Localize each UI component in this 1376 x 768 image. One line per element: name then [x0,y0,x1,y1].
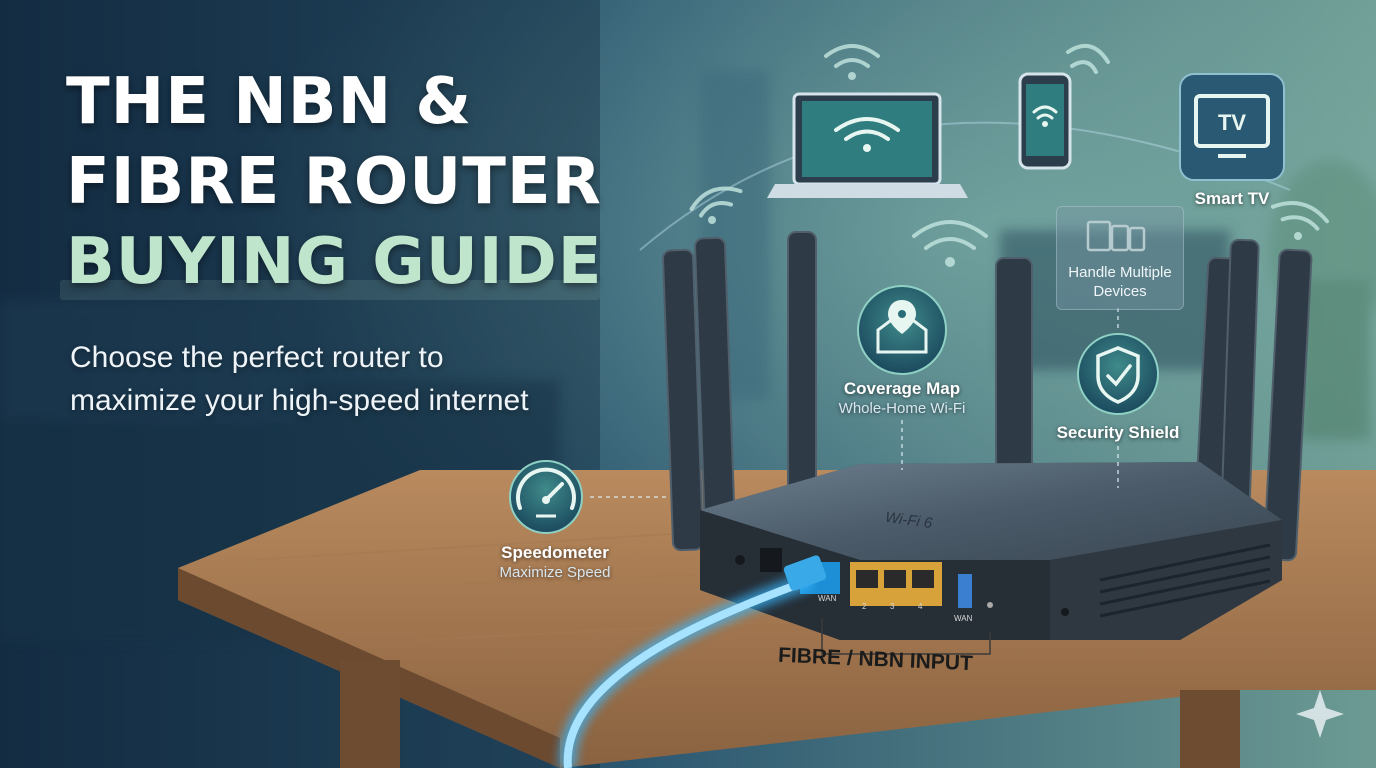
svg-text:TV: TV [1218,110,1246,135]
devices-icon [1086,220,1146,252]
speedometer-label: Speedometer Maximize Speed [490,542,620,582]
map-pin-icon [857,285,947,375]
port-label-4: 4 [918,602,923,611]
router [700,462,1282,640]
wifi-icon [689,43,1330,250]
tv-icon: TV [1179,73,1285,181]
coverage-title: Coverage Map [843,379,961,398]
subtitle: Choose the perfect router to maximize yo… [70,341,529,417]
smart-tv-label: Smart TV [1184,188,1280,209]
title-line-3: BUYING GUIDE [66,225,603,299]
port-label-3: 3 [890,602,895,611]
smart-tv-title: Smart TV [1194,189,1270,208]
sparkle-icon [1296,690,1344,738]
speedometer-title: Speedometer [501,543,609,562]
multi-device-card: Handle Multiple Devices [1056,206,1184,310]
speedometer-icon [509,460,583,534]
multi-device-subtitle: Handle Multiple Devices [1068,264,1172,300]
page-title: THE NBN & FIBRE ROUTER BUYING GUIDE [66,62,602,302]
title-line-1: THE NBN & [66,65,473,139]
security-label: Security Shield [1050,422,1186,443]
port-label-wan: WAN [818,594,837,603]
coverage-subtitle: Whole-Home Wi-Fi [838,400,966,417]
smartphone-icon [1018,72,1072,170]
speedometer-subtitle: Maximize Speed [499,564,611,581]
title-line-2: FIBRE ROUTER [66,145,602,219]
port-label-wan-2: WAN [954,614,973,623]
fibre-cable [558,555,827,768]
input-bracket [821,618,991,655]
security-title: Security Shield [1056,423,1180,442]
coverage-label: Coverage Map Whole-Home Wi-Fi [832,378,972,418]
shield-check-icon [1077,333,1159,415]
port-label-2: 2 [862,602,867,611]
laptop-icon [767,92,968,198]
